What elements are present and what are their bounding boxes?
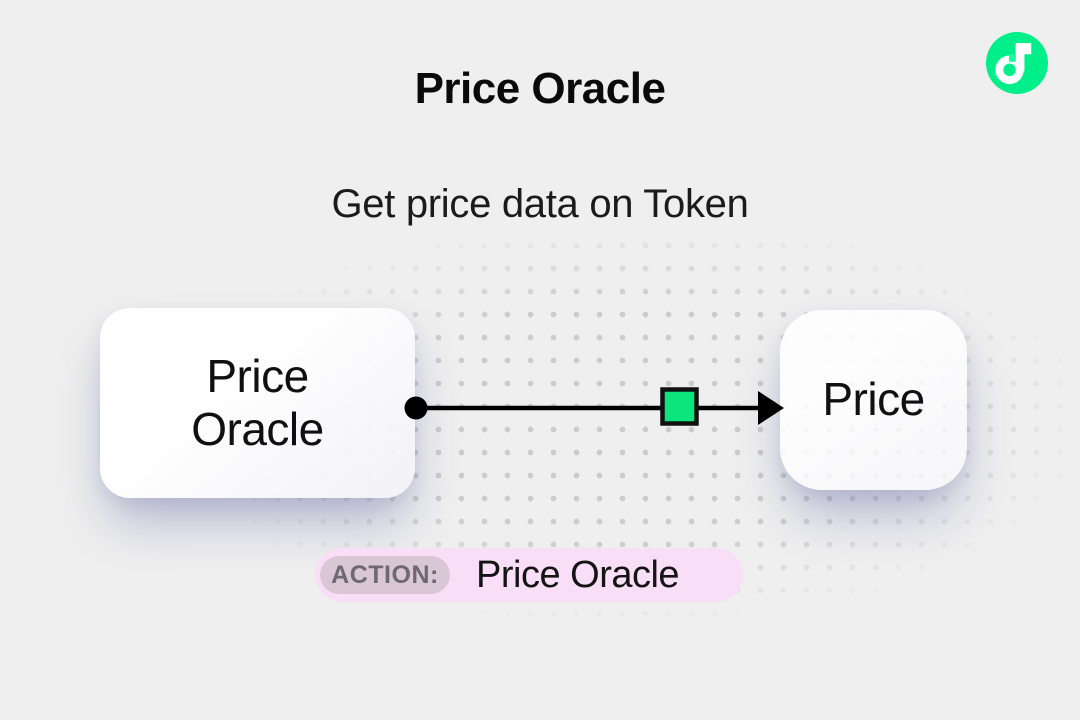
flow-logo-stem [1015, 43, 1025, 72]
connector-marker-square [660, 387, 699, 426]
connector-arrowhead-icon [758, 391, 784, 425]
source-node: Price Oracle [100, 308, 415, 498]
target-node: Price [780, 310, 967, 490]
action-badge: ACTION: Price Oracle [315, 548, 743, 602]
flow-logo-ring-hole [1003, 63, 1016, 77]
action-badge-label-pill: ACTION: [320, 556, 450, 594]
action-badge-value: Price Oracle [476, 553, 680, 596]
flow-logo-icon [986, 32, 1048, 94]
source-node-label: Price Oracle [191, 349, 324, 455]
connector-start-dot [404, 396, 428, 420]
page-subtitle: Get price data on Token [331, 182, 749, 226]
connector-arrow [404, 387, 784, 426]
flow-logo-notch [1008, 54, 1016, 62]
page-title: Price Oracle [414, 64, 666, 113]
action-badge-label: ACTION: [331, 560, 439, 589]
target-node-label: Price [822, 373, 925, 426]
